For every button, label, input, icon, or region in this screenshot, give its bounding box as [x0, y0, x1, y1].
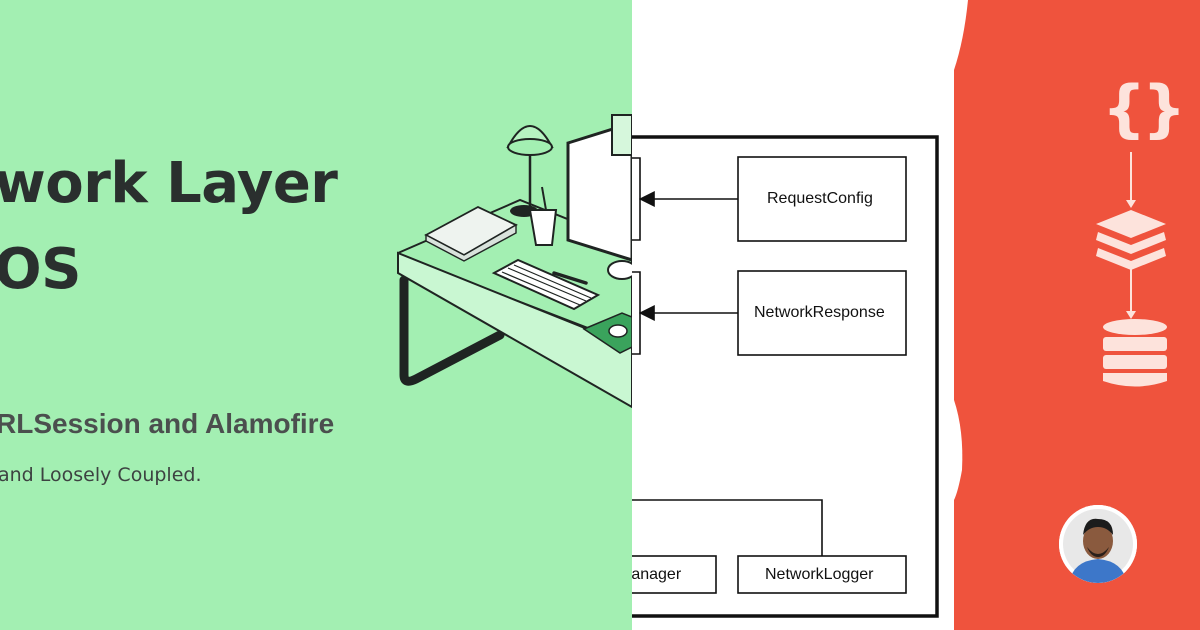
braces-icon: {} [1102, 72, 1186, 145]
request-config-label: RequestConfig [767, 190, 873, 207]
desk-illustration [397, 114, 632, 409]
caption: and Loosely Coupled. [0, 464, 202, 486]
author-avatar [1059, 505, 1137, 583]
hero-panel: work Layer OS RLSession and Alamofire an… [0, 0, 632, 630]
title-line-1: work Layer [0, 151, 338, 216]
network-logger-box [737, 555, 907, 594]
decorative-blob [954, 0, 968, 500]
architecture-diagram [632, 135, 939, 618]
icon-panel: {} [954, 0, 1200, 630]
title-line-2: OS [0, 237, 81, 302]
manager-box [632, 555, 717, 594]
network-response-label: NetworkResponse [754, 304, 885, 321]
manager-label: Manager [632, 566, 682, 583]
database-icon [1103, 319, 1167, 387]
request-config-box [737, 156, 907, 242]
subtitle: RLSession and Alamofire [0, 408, 335, 439]
network-response-box [737, 270, 907, 356]
data-flow-graphic [1096, 152, 1167, 387]
layers-icon [1096, 210, 1166, 270]
diagram-panel: RequestConfig NetworkResponse Manager Ne… [632, 0, 954, 630]
network-logger-label: NetworkLogger [765, 566, 874, 583]
